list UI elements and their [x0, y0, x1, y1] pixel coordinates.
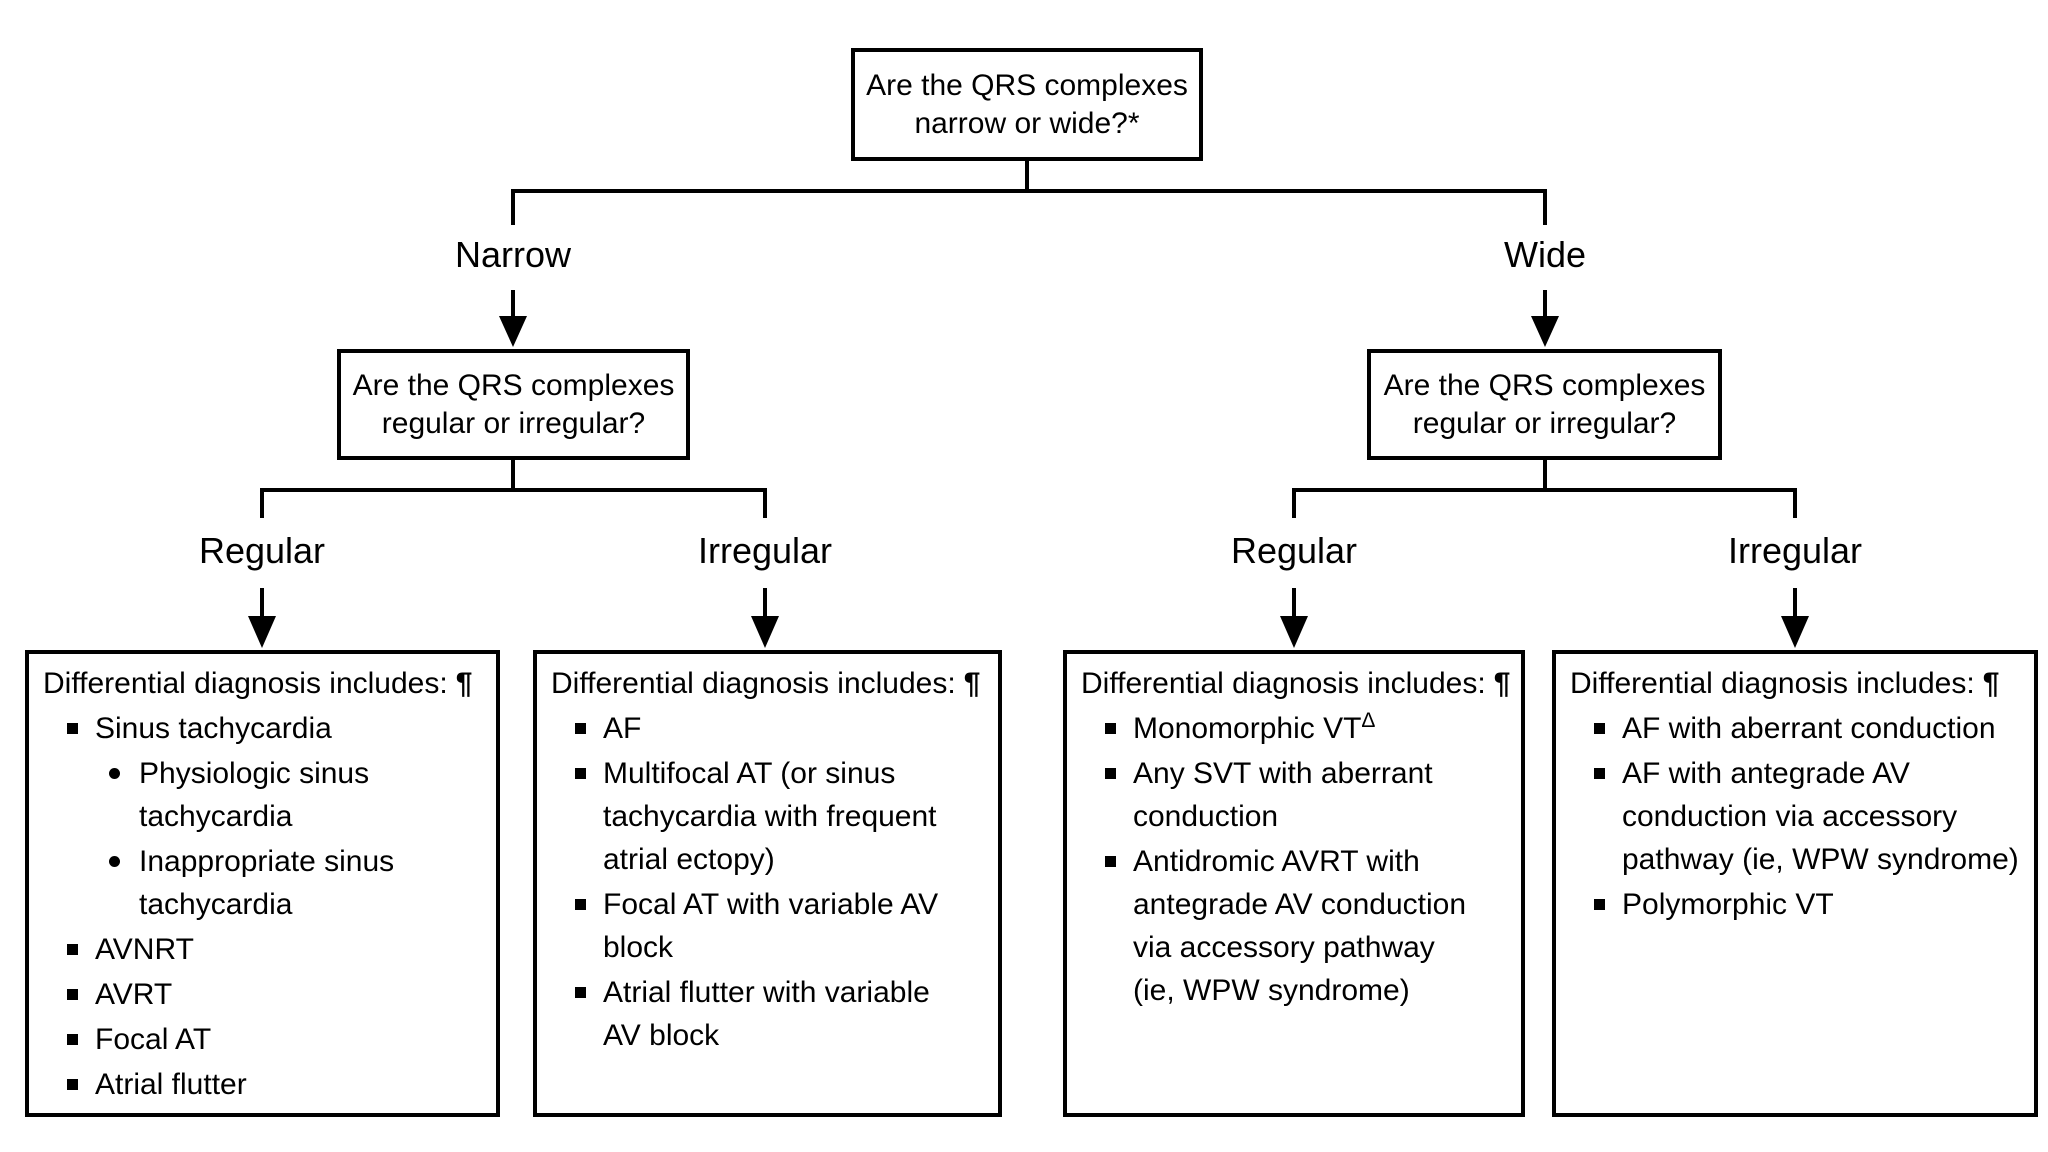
footnote-pilcrow: ¶: [963, 667, 981, 700]
item-text: AVRT: [95, 978, 173, 1011]
list-item: AVRT: [43, 973, 482, 1016]
list-subitem: Physiologic sinus tachycardia: [43, 752, 482, 838]
outcome-box-narrow-irregular: Differential diagnosis includes:¶ AF Mul…: [533, 650, 1002, 1117]
item-text: Any SVT with aberrant conduction: [1133, 757, 1433, 833]
list-item: AF with antegrade AV conduction via acce…: [1570, 752, 2020, 881]
list-item: Focal AT: [43, 1018, 482, 1061]
list-item: AF with aberrant conduction: [1570, 707, 2020, 750]
bullet-square-icon: [1594, 768, 1605, 779]
bullet-square-icon: [1105, 856, 1116, 867]
bullet-square-icon: [67, 1079, 78, 1090]
decision-box-narrow: Are the QRS complexes regular or irregul…: [337, 349, 690, 460]
bullet-square-icon: [67, 723, 78, 734]
bullet-square-icon: [575, 768, 586, 779]
item-text: Atrial flutter with variable AV block: [603, 976, 930, 1052]
leaf-title: Differential diagnosis includes:¶: [551, 667, 981, 700]
list-item: Antidromic AVRT with antegrade AV conduc…: [1081, 840, 1507, 1012]
diagnosis-list: AF with aberrant conduction AF with ante…: [1570, 707, 2020, 926]
list-item: Polymorphic VT: [1570, 883, 2020, 926]
bullet-square-icon: [575, 723, 586, 734]
item-text: AF with antegrade AV conduction via acce…: [1622, 757, 2019, 876]
item-text: AVNRT: [95, 933, 194, 966]
footnote-pilcrow: ¶: [1982, 667, 2000, 700]
footnote-pilcrow: ¶: [455, 667, 473, 700]
item-text: Atrial flutter: [95, 1068, 247, 1101]
branch-label-narrow-irregular: Irregular: [697, 530, 833, 571]
branch-label-narrow-regular: Regular: [198, 530, 326, 571]
list-item: Monomorphic VTΔ: [1081, 707, 1507, 750]
list-subitem: Inappropriate sinus tachycardia: [43, 840, 482, 926]
bullet-square-icon: [1105, 768, 1116, 779]
item-text: AF: [603, 712, 642, 745]
list-item: Multifocal AT (or sinus tachycardia with…: [551, 752, 984, 881]
bullet-square-icon: [67, 1034, 78, 1045]
list-item: AVNRT: [43, 928, 482, 971]
bullet-dot-icon: [109, 768, 120, 779]
arrow-down-icon: [1531, 316, 1559, 347]
root-question-box: Are the QRS complexes narrow or wide?*: [851, 48, 1203, 161]
footnote-pilcrow: ¶: [1493, 667, 1511, 700]
item-text: Focal AT: [95, 1023, 212, 1056]
bullet-square-icon: [67, 944, 78, 955]
footnote-asterisk: *: [1127, 106, 1140, 140]
decision-box-wide: Are the QRS complexes regular or irregul…: [1367, 349, 1722, 460]
bullet-square-icon: [575, 987, 586, 998]
diagnosis-list: Monomorphic VTΔ Any SVT with aberrant co…: [1081, 707, 1507, 1012]
decision-question-text: Are the QRS complexes regular or irregul…: [352, 368, 675, 440]
branch-label-wide-regular: Regular: [1230, 530, 1358, 571]
bullet-square-icon: [1594, 899, 1605, 910]
bullet-square-icon: [575, 899, 586, 910]
item-text: Antidromic AVRT with antegrade AV conduc…: [1133, 845, 1467, 1007]
diagnosis-list: AF Multifocal AT (or sinus tachycardia w…: [551, 707, 984, 1057]
arrow-down-icon: [499, 316, 527, 347]
list-item: Atrial flutter with variable AV block: [551, 971, 984, 1057]
item-text: Physiologic sinus tachycardia: [139, 757, 370, 833]
outcome-box-wide-irregular: Differential diagnosis includes:¶ AF wit…: [1552, 650, 2038, 1117]
arrow-down-icon: [751, 616, 779, 648]
leaf-title: Differential diagnosis includes:¶: [43, 667, 473, 700]
arrow-down-icon: [1280, 616, 1308, 648]
footnote-delta: Δ: [1361, 709, 1376, 732]
list-item: Any SVT with aberrant conduction: [1081, 752, 1507, 838]
item-text: Multifocal AT (or sinus tachycardia with…: [603, 757, 937, 876]
item-text: AF with aberrant conduction: [1622, 712, 1996, 745]
item-text: Sinus tachycardia: [95, 712, 332, 745]
bullet-square-icon: [67, 989, 78, 1000]
list-item: Sinus tachycardia: [43, 707, 482, 750]
leaf-title: Differential diagnosis includes:¶: [1081, 667, 1511, 700]
list-item: Atrial flutter: [43, 1063, 482, 1106]
item-text: Polymorphic VT: [1622, 888, 1834, 921]
branch-label-wide-irregular: Irregular: [1727, 530, 1863, 571]
decision-question-text: Are the QRS complexes regular or irregul…: [1383, 368, 1706, 440]
outcome-box-wide-regular: Differential diagnosis includes:¶ Monomo…: [1063, 650, 1525, 1117]
branch-label-narrow: Narrow: [454, 234, 572, 275]
item-text: Monomorphic VTΔ: [1133, 709, 1376, 745]
item-text: Focal AT with variable AV block: [603, 888, 939, 964]
leaf-title: Differential diagnosis includes:¶: [1570, 667, 2000, 700]
arrow-down-icon: [1781, 616, 1809, 648]
arrow-down-icon: [248, 616, 276, 648]
list-item: AF: [551, 707, 984, 750]
bullet-dot-icon: [109, 856, 120, 867]
diagnosis-list: Sinus tachycardia Physiologic sinus tach…: [43, 707, 482, 1106]
bullet-square-icon: [1594, 723, 1605, 734]
branch-label-wide: Wide: [1503, 234, 1587, 275]
item-text: Inappropriate sinus tachycardia: [139, 845, 395, 921]
outcome-box-narrow-regular: Differential diagnosis includes:¶ Sinus …: [25, 650, 500, 1117]
root-question-text: Are the QRS complexes narrow or wide?*: [866, 68, 1188, 140]
list-item: Focal AT with variable AV block: [551, 883, 984, 969]
bullet-square-icon: [1105, 723, 1116, 734]
